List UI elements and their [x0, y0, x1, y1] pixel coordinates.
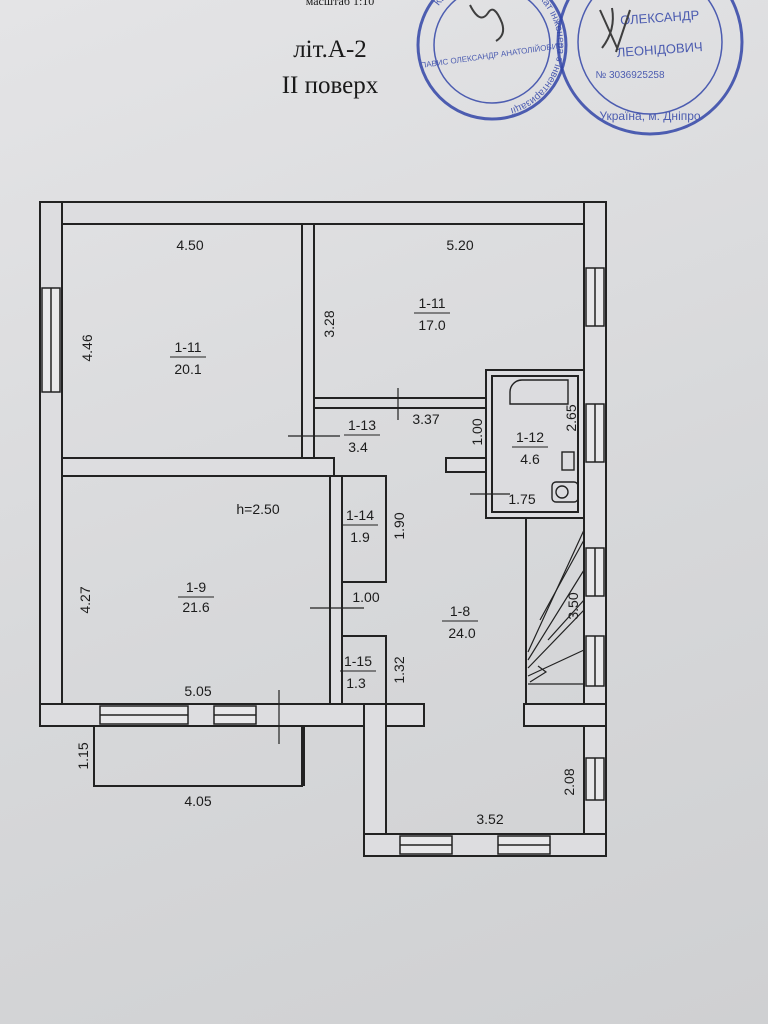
room-id: 1-14 — [346, 507, 374, 523]
staircase — [527, 529, 585, 685]
room-id: 1-9 — [186, 579, 206, 595]
dim-stair-height: 3.50 — [565, 592, 581, 619]
room-area: 20.1 — [174, 361, 201, 377]
room-area: 4.6 — [520, 451, 540, 467]
bathroom-fixtures — [509, 379, 579, 503]
dim-annex-width: 3.52 — [476, 811, 503, 827]
dim-closet-1-14: 1.90 — [391, 512, 407, 539]
room-id: 1-8 — [450, 603, 470, 619]
ceiling-height: h=2.50 — [236, 501, 279, 517]
room-id: 1-11 — [175, 339, 202, 355]
dim-top-left: 4.50 — [176, 237, 203, 253]
room-id: 1-12 — [516, 429, 544, 445]
walls — [39, 201, 607, 857]
dim-corridor-width: 3.37 — [412, 411, 439, 427]
dim-closet-1-15: 1.32 — [391, 656, 407, 683]
room-id: 1-11 — [419, 295, 446, 311]
room-labels: 1-11 20.1 1-11 17.0 1-13 3.4 1-12 4.6 1-… — [170, 295, 548, 691]
stamp-right-name1: ОЛЕКСАНДР — [620, 7, 700, 27]
room-area: 1.3 — [346, 675, 366, 691]
dim-corridor-height: 1.00 — [469, 418, 485, 445]
dim-annex-height: 2.08 — [561, 768, 577, 795]
room-id: 1-15 — [344, 653, 372, 669]
plan-title-building: літ.А-2 — [293, 36, 367, 63]
room-id: 1-13 — [348, 417, 376, 433]
room-area: 21.6 — [182, 599, 209, 615]
windows — [41, 267, 605, 855]
signature-right — [599, 7, 631, 53]
dimension-labels: 4.50 5.20 4.46 3.28 3.37 1.00 2.65 1.75 … — [75, 237, 581, 827]
dim-bath-height: 2.65 — [563, 404, 579, 431]
dim-left-top: 4.46 — [79, 334, 95, 361]
stamps-layer: Кваліфікаційний сертифікат інженера з ін… — [416, 0, 744, 136]
dim-balcony-depth: 1.15 — [75, 742, 91, 769]
room-area: 24.0 — [448, 625, 475, 641]
dim-left-bottom: 4.27 — [77, 586, 93, 613]
stamp-right: ОЛЕКСАНДР ЛЕОНІДОВИЧ № 3036925258 Україн… — [556, 0, 744, 136]
stamp-right-name2: ЛЕОНІДОВИЧ — [616, 39, 703, 60]
scale-note: масштаб 1:10 — [305, 0, 375, 8]
dim-room-b-height: 3.28 — [321, 310, 337, 337]
dim-bath-width: 1.75 — [508, 491, 535, 507]
signature-left — [469, 4, 505, 42]
room-area: 17.0 — [418, 317, 445, 333]
dim-top-right: 5.20 — [446, 237, 473, 253]
stamp-right-city: Україна, м. Дніпро — [599, 109, 700, 123]
stamp-right-number: № 3036925258 — [595, 70, 665, 81]
plan-title-floor: II поверх — [281, 72, 379, 99]
dim-bottom-left: 5.05 — [184, 683, 211, 699]
dim-closet-gap: 1.00 — [352, 589, 379, 605]
dimension-ticks — [278, 388, 510, 744]
room-area: 3.4 — [348, 439, 368, 455]
room-area: 1.9 — [350, 529, 370, 545]
dim-balcony-width: 4.05 — [184, 793, 211, 809]
